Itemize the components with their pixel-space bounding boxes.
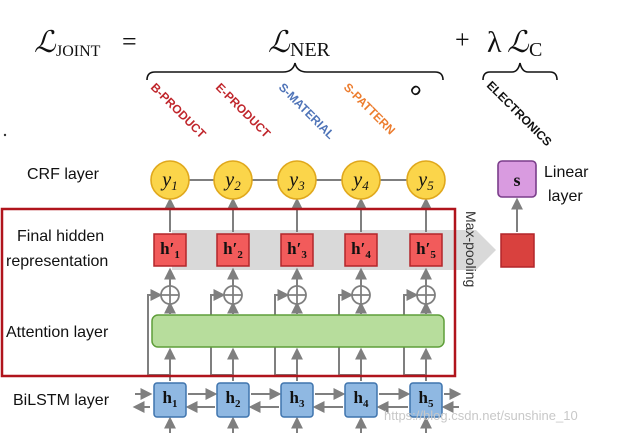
max-pooling-label: Max-pooling <box>463 211 479 287</box>
plus-sign: + <box>455 25 470 54</box>
final-hidden-node-label: h′3 <box>287 239 307 261</box>
attention-bar <box>151 314 445 348</box>
tag-label: S-PATTERN <box>341 80 398 137</box>
final-hidden-node-label: h′4 <box>351 239 371 261</box>
bilstm-node-label: h2 <box>226 388 241 410</box>
classification-brace <box>482 62 558 81</box>
final-hidden-node <box>216 233 250 267</box>
crf-node-label: y4 <box>351 169 369 193</box>
stray-dot <box>3 133 7 137</box>
final-hidden-node <box>280 233 314 267</box>
bilstm-node-label: h5 <box>419 388 434 410</box>
loss-equation: ℒ JOINT = ℒ NER + λ ℒ C <box>34 25 558 81</box>
linear-layer-label-line2: layer <box>548 188 583 205</box>
bilstm-node <box>153 382 187 418</box>
loss-l-ner: ℒ <box>268 26 291 59</box>
ner-brace <box>146 62 444 81</box>
linear-layer-label-line1: Linear <box>544 164 589 181</box>
watermark: https://blog.csdn.net/sunshine_10 <box>384 408 578 423</box>
final-hidden-node-label: h′1 <box>160 239 180 261</box>
final-hidden-label-line1: Final hidden <box>17 228 104 245</box>
final-hidden-node <box>344 233 378 267</box>
bilstm-nodes: h1 h2 h3 h4 h5 <box>153 382 443 418</box>
loss-l-c: ℒ <box>507 26 530 59</box>
tag-label: S-MATERIAL <box>276 80 338 142</box>
bilstm-node <box>280 382 314 418</box>
crf-node <box>277 160 317 200</box>
crf-node-label: y2 <box>223 169 241 193</box>
max-pooled-node <box>500 233 535 268</box>
linear-node <box>497 160 537 198</box>
doc-class-label: ELECTRONICS <box>484 78 555 149</box>
crf-nodes: y1 y2 y3 y4 y5 <box>150 160 446 200</box>
final-hidden-node-label: h′5 <box>416 239 436 261</box>
crf-node <box>213 160 253 200</box>
final-hidden-node-label: h′2 <box>223 239 243 261</box>
bilstm-node <box>216 382 250 418</box>
tag-labels: B-PRODUCT E-PRODUCT S-MATERIAL S-PATTERN… <box>148 78 555 149</box>
highlight-frame <box>0 207 457 378</box>
final-hidden-label-line2: representation <box>6 253 108 270</box>
crf-layer-label: CRF layer <box>27 166 100 183</box>
equals-sign: = <box>122 27 137 56</box>
bilstm-node-label: h1 <box>163 388 178 410</box>
bilstm-node-label: h3 <box>290 388 305 410</box>
final-hidden-nodes: h′1 h′2 h′3 h′4 h′5 <box>153 233 443 267</box>
bilstm-node <box>409 382 443 418</box>
loss-c-subscript: C <box>529 39 542 61</box>
attention-layer-label: Attention layer <box>6 324 109 341</box>
linear-node-label: s <box>513 170 520 190</box>
crf-node-label: y5 <box>416 169 434 193</box>
crf-node-label: y1 <box>160 169 177 193</box>
loss-ner-subscript: NER <box>290 39 331 61</box>
final-hidden-node <box>409 233 443 267</box>
crf-node <box>150 160 190 200</box>
crf-node-label: y3 <box>287 169 305 193</box>
crf-node <box>341 160 381 200</box>
loss-l-joint: ℒ <box>34 26 57 59</box>
loss-joint-subscript: JOINT <box>56 43 101 60</box>
tag-label: B-PRODUCT <box>148 80 209 141</box>
tag-label: E-PRODUCT <box>213 80 274 141</box>
bilstm-node <box>344 382 378 418</box>
bilstm-layer-label: BiLSTM layer <box>13 392 110 409</box>
final-hidden-node <box>153 233 187 267</box>
crf-node <box>406 160 446 200</box>
layer-labels: CRF layer Final hidden representation At… <box>6 164 589 409</box>
tag-label: O <box>407 82 425 100</box>
bilstm-node-label: h4 <box>354 388 369 410</box>
lambda-symbol: λ <box>487 26 502 59</box>
